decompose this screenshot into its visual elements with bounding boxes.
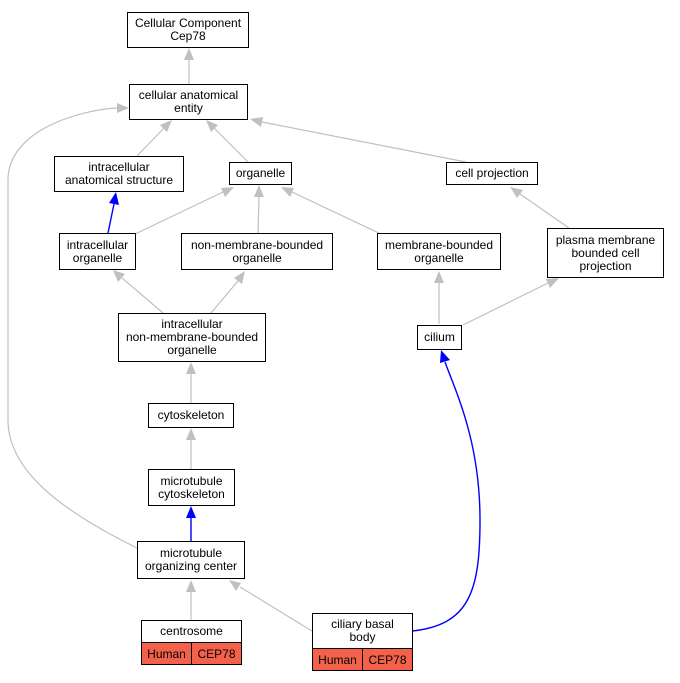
edge-basalbody-cilium <box>411 350 481 632</box>
node-plasma-membrane-bounded-cell-projection[interactable]: plasma membrane bounded cell projection <box>547 228 664 278</box>
node-ciliary-basal-body-label: ciliary basal body <box>331 617 394 644</box>
node-microtubule-cytoskeleton[interactable]: microtubule cytoskeleton <box>148 469 235 506</box>
node-intracellular-non-membrane-bounded-organelle[interactable]: intracellular non-membrane-bounded organ… <box>118 313 266 362</box>
edge-mtoc-mtcyto <box>186 506 196 541</box>
edge-mtoc-cae <box>7 103 138 549</box>
edge-pmbcp-cellproj <box>510 187 570 229</box>
node-cilium[interactable]: cilium <box>417 325 462 350</box>
edge-mtcyto-cytoskeleton <box>186 428 196 469</box>
edge-inmbo-nmbo <box>210 271 245 314</box>
edge-intorg-organelle <box>130 187 234 237</box>
edge-cilium-mbo <box>434 271 444 324</box>
edge-cae-root <box>184 48 194 84</box>
edge-intorg-ias <box>107 192 119 234</box>
gene-tag[interactable]: CEP78 <box>191 643 241 664</box>
species-tag[interactable]: Human <box>313 649 362 670</box>
node-centrosome-label: centrosome <box>160 624 223 638</box>
species-tag[interactable]: Human <box>142 643 191 664</box>
edge-basalbody-mtoc <box>229 580 313 632</box>
node-cell-projection[interactable]: cell projection <box>446 162 538 185</box>
node-non-membrane-bounded-organelle[interactable]: non-membrane-bounded organelle <box>181 233 333 270</box>
edge-mbo-organelle <box>281 187 386 237</box>
node-cytoskeleton[interactable]: cytoskeleton <box>148 403 234 428</box>
node-cellular-component-root[interactable]: Cellular Component Cep78 <box>127 12 249 48</box>
centrosome-gene-tags: Human CEP78 <box>142 642 241 664</box>
node-cellular-anatomical-entity[interactable]: cellular anatomical entity <box>129 84 248 120</box>
edge-organelle-cae <box>206 120 249 163</box>
node-organelle[interactable]: organelle <box>229 162 292 185</box>
node-centrosome[interactable]: centrosome Human CEP78 <box>141 620 242 665</box>
basal-body-gene-tags: Human CEP78 <box>313 648 412 670</box>
gene-tag[interactable]: CEP78 <box>362 649 412 670</box>
edge-cilium-pmbcp <box>462 278 559 326</box>
node-intracellular-organelle[interactable]: intracellular organelle <box>59 233 136 270</box>
node-ciliary-basal-body[interactable]: ciliary basal body Human CEP78 <box>312 613 413 671</box>
node-microtubule-organizing-center[interactable]: microtubule organizing center <box>137 541 245 579</box>
edge-cytoskeleton-inmbo <box>186 362 196 403</box>
node-intracellular-anatomical-structure[interactable]: intracellular anatomical structure <box>54 156 184 192</box>
edge-ias-cae <box>136 120 172 157</box>
node-membrane-bounded-organelle[interactable]: membrane-bounded organelle <box>377 233 501 270</box>
edge-nmbo-organelle <box>254 185 264 234</box>
edge-centrosome-mtoc <box>186 580 196 620</box>
edge-inmbo-intorg <box>113 270 164 314</box>
edge-cellproj-cae <box>250 117 467 163</box>
